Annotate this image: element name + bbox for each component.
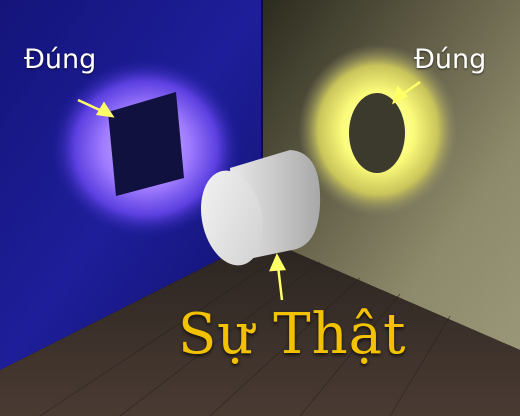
cylinder-object	[201, 150, 321, 266]
circle-shadow	[349, 93, 405, 173]
caption-text: Sự Thật	[178, 302, 407, 367]
square-shadow	[108, 92, 184, 196]
arrow-up-icon	[269, 253, 287, 301]
left-label: Đúng	[24, 44, 97, 75]
right-label: Đúng	[414, 44, 487, 75]
arrow-right-icon	[392, 80, 421, 105]
floor	[0, 238, 520, 416]
arrow-left-icon	[77, 98, 115, 118]
floor-boards	[39, 249, 451, 416]
